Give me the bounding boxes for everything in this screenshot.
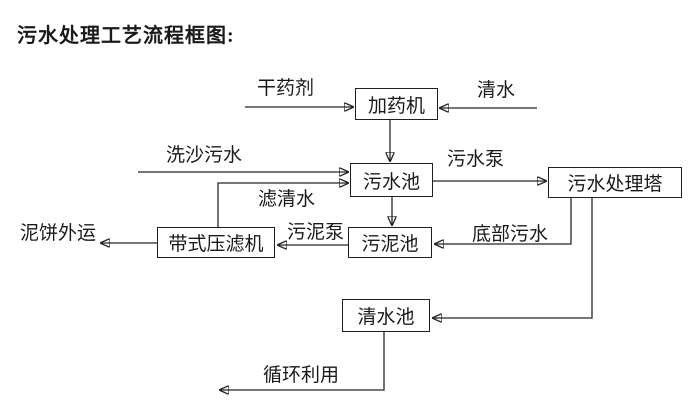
node-sludge-pool: 污泥池 — [348, 227, 432, 258]
arrow-bottom-sewage — [435, 198, 572, 244]
label-filtered-water: 滤清水 — [258, 189, 316, 210]
label-mud-cake-outbound: 泥饼外运 — [20, 223, 97, 244]
label-recycling: 循环利用 — [263, 365, 340, 386]
label-bottom-sewage: 底部污水 — [472, 224, 549, 245]
node-sewage-pool: 污水池 — [350, 163, 433, 197]
label-dry-chemical: 干药剂 — [257, 78, 315, 99]
node-dosing-machine: 加药机 — [355, 88, 438, 120]
diagram-title: 污水处理工艺流程框图: — [17, 25, 235, 47]
node-belt-filter-press: 带式压滤机 — [157, 227, 275, 258]
label-sewage-pump: 污水泵 — [447, 149, 505, 170]
node-treatment-tower: 污水处理塔 — [548, 167, 682, 198]
arrow-filtered-water — [217, 183, 348, 227]
label-clean-water: 清水 — [477, 80, 516, 101]
label-sand-washing-sewage: 洗沙污水 — [166, 145, 243, 166]
arrow-recycling — [220, 332, 385, 390]
node-clean-water-pool: 清水池 — [342, 299, 430, 332]
arrow-tower-to-clean-pool — [433, 198, 593, 318]
label-sludge-pump: 污泥泵 — [287, 222, 345, 243]
